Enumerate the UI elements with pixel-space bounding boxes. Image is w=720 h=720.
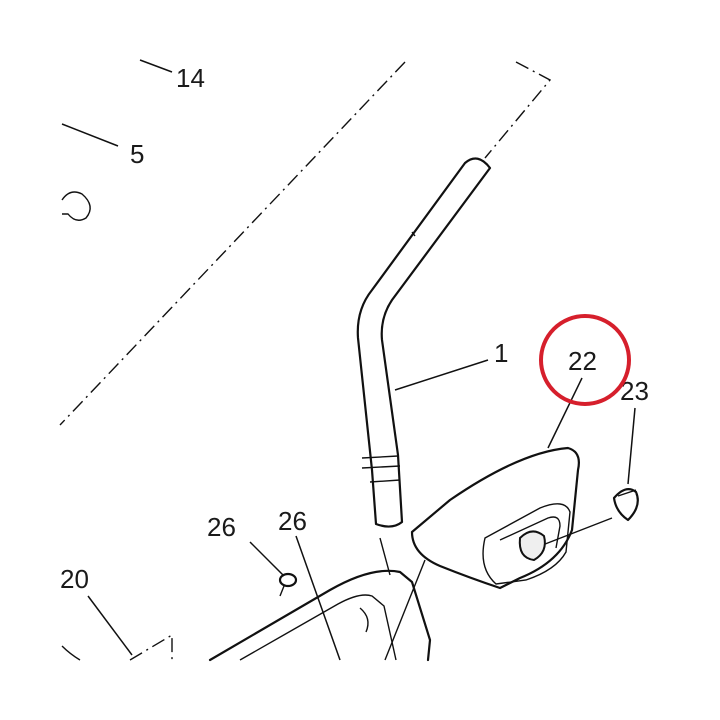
callout-20: 20	[60, 564, 89, 594]
callout-5: 5	[130, 139, 144, 169]
highlight-circle	[539, 314, 631, 406]
lower-bracket	[61, 569, 432, 662]
callout-14: 14	[176, 63, 205, 93]
fastener-outline	[61, 191, 91, 221]
part-1-handle	[356, 157, 492, 528]
part-22-cover	[410, 446, 580, 590]
part-23-cap	[612, 487, 639, 522]
callout-1: 1	[494, 338, 508, 368]
callout-26-left: 26	[207, 512, 236, 542]
callout-labels: 14 5 1 22 23 26 26 20	[60, 63, 649, 594]
callout-22: 22	[568, 346, 597, 376]
callout-26-right: 26	[278, 506, 307, 536]
part-26-bolt	[278, 572, 298, 597]
assembly-reference-lines	[59, 61, 552, 661]
